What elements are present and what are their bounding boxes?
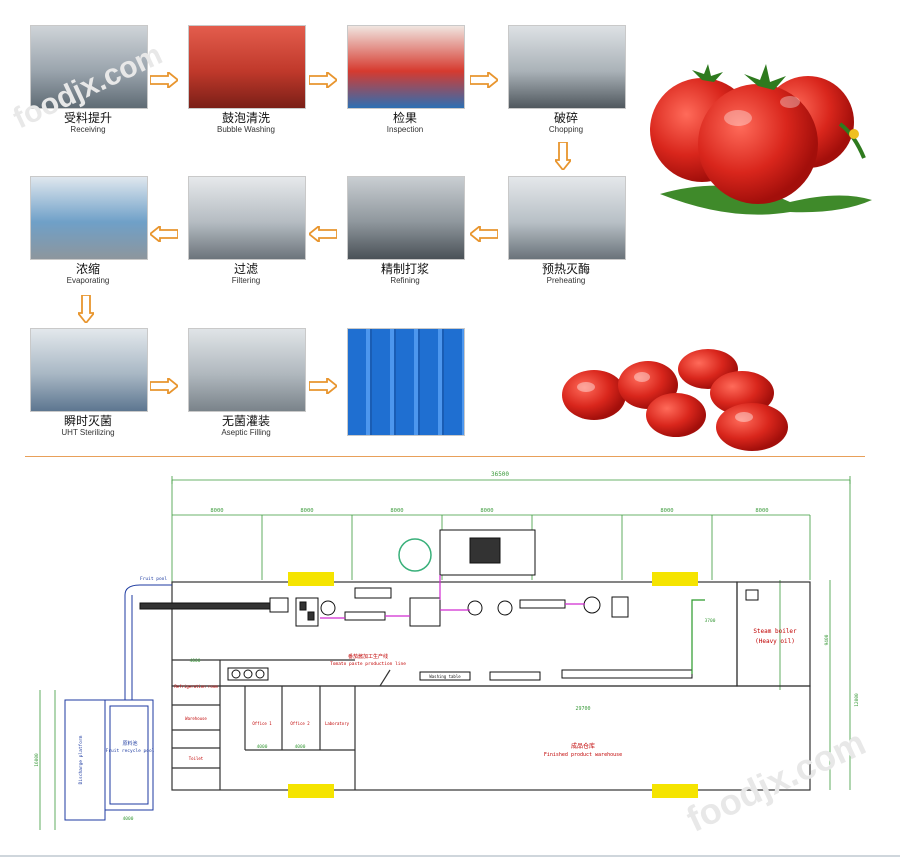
door-marker-2: [652, 572, 698, 586]
step-label-en: Chopping: [548, 125, 584, 134]
step-label-zh: 无菌灌装: [221, 414, 270, 428]
step-label-en: Bubble Washing: [217, 125, 275, 134]
step-photo: [188, 328, 306, 412]
office-1-label: Office 1: [252, 721, 272, 726]
footer-line: [0, 855, 900, 857]
step-label-zh: 鼓泡清洗: [221, 111, 270, 125]
step-photo: [30, 176, 148, 260]
flow-arrow-icon: [555, 142, 571, 170]
washing-table-label: Washing table: [429, 674, 461, 679]
refrigeration-label: Refrigeration room: [174, 684, 218, 689]
step-label-en: Preheating: [546, 276, 586, 285]
step-photo: [347, 25, 465, 109]
finished-product-photo: [347, 328, 465, 436]
side-dim-5: 12000: [854, 693, 860, 707]
step-photo: [30, 25, 148, 109]
side-dim-7: 3700: [705, 618, 716, 624]
floor-plan: 36500 8000 8000 8000 8000 8000 8000: [34, 471, 860, 830]
step-photo: [30, 328, 148, 412]
bay-dim-6: 8000: [755, 508, 768, 514]
flow-arrow-icon: [470, 72, 498, 88]
step-label-zh: 检果: [392, 111, 417, 125]
warehouse-small-label: Warehouse: [185, 716, 207, 721]
step-label-zh: 过滤: [233, 262, 258, 276]
section-divider: [25, 456, 865, 457]
fruit-pool-label: Fruit pool: [140, 576, 167, 582]
step-label-zh: 精制打浆: [380, 262, 429, 276]
side-dim-1: 16000: [34, 753, 40, 767]
overall-dimension: 36500: [491, 471, 509, 478]
step-label-zh: 受料提升: [63, 111, 112, 125]
step-photo: [188, 25, 306, 109]
step-label-en: Filtering: [231, 276, 261, 285]
side-dim-4: 4000: [295, 744, 306, 750]
bay-dim-3: 8000: [390, 508, 403, 514]
flow-arrow-icon: [78, 295, 94, 323]
step-label-zh: 瞬时灭菌: [63, 414, 112, 428]
cherry-tomatoes-illustration: [562, 349, 788, 451]
warehouse-label-en: Finished product warehouse: [544, 752, 622, 758]
bay-dim-1: 8000: [210, 508, 223, 514]
flow-arrow-icon: [470, 226, 498, 242]
line-title-en: Tomato paste production line: [330, 661, 406, 667]
flow-arrow-icon: [309, 226, 337, 242]
bay-dim-5: 8000: [660, 508, 673, 514]
flow-arrow-icon: [150, 72, 178, 88]
step-label-zh: 浓缩: [75, 262, 100, 276]
step-label-zh: 预热灭酶: [541, 262, 590, 276]
warehouse-label-zh: 成品仓库: [571, 742, 595, 750]
flow-arrow-icon: [309, 378, 337, 394]
tomatoes-illustration: [650, 64, 872, 215]
side-dim-6: 9400: [824, 634, 830, 645]
door-marker-4: [652, 784, 698, 798]
step-label-zh: 破碎: [553, 111, 578, 125]
side-dim-2: 4000: [190, 658, 201, 664]
cooling-tower: [398, 538, 432, 572]
steam-boiler-label: Steam boiler: [753, 628, 797, 635]
flow-arrow-icon: [150, 226, 178, 242]
step-label-en: Aseptic Filling: [221, 428, 271, 437]
lab-label: Laboratory: [325, 721, 350, 726]
discharge-platform-label: Discharge platform: [78, 735, 84, 784]
step-photo: [508, 176, 626, 260]
step-photo: [508, 25, 626, 109]
step-label-en: Receiving: [70, 125, 106, 134]
door-marker-3: [288, 784, 334, 798]
line-title-zh: 番茄酱加工生产线: [348, 653, 388, 660]
heavy-oil-label: (Heavy oil): [755, 638, 795, 645]
step-label-en: Evaporating: [66, 276, 110, 285]
bay-dim-4: 8000: [480, 508, 493, 514]
bay-dim-2: 8000: [300, 508, 313, 514]
toilet-label: Toilet: [189, 756, 204, 761]
flow-arrow-icon: [309, 72, 337, 88]
bottom-dim: 4000: [123, 816, 134, 822]
raw-pool-label-zh: 原料池: [122, 740, 137, 747]
door-marker-1: [288, 572, 334, 586]
warehouse-dim: 29700: [575, 706, 590, 712]
side-dim-3: 4000: [257, 744, 268, 750]
step-label-en: UHT Sterilizing: [61, 428, 115, 437]
step-label-en: Inspection: [386, 125, 424, 134]
office-2-label: Office 2: [290, 721, 310, 726]
raw-pool-label-en: Fruit recycle pool: [106, 748, 155, 754]
step-photo: [188, 176, 306, 260]
flow-arrow-icon: [150, 378, 178, 394]
step-label-en: Refining: [390, 276, 420, 285]
step-photo: [347, 176, 465, 260]
